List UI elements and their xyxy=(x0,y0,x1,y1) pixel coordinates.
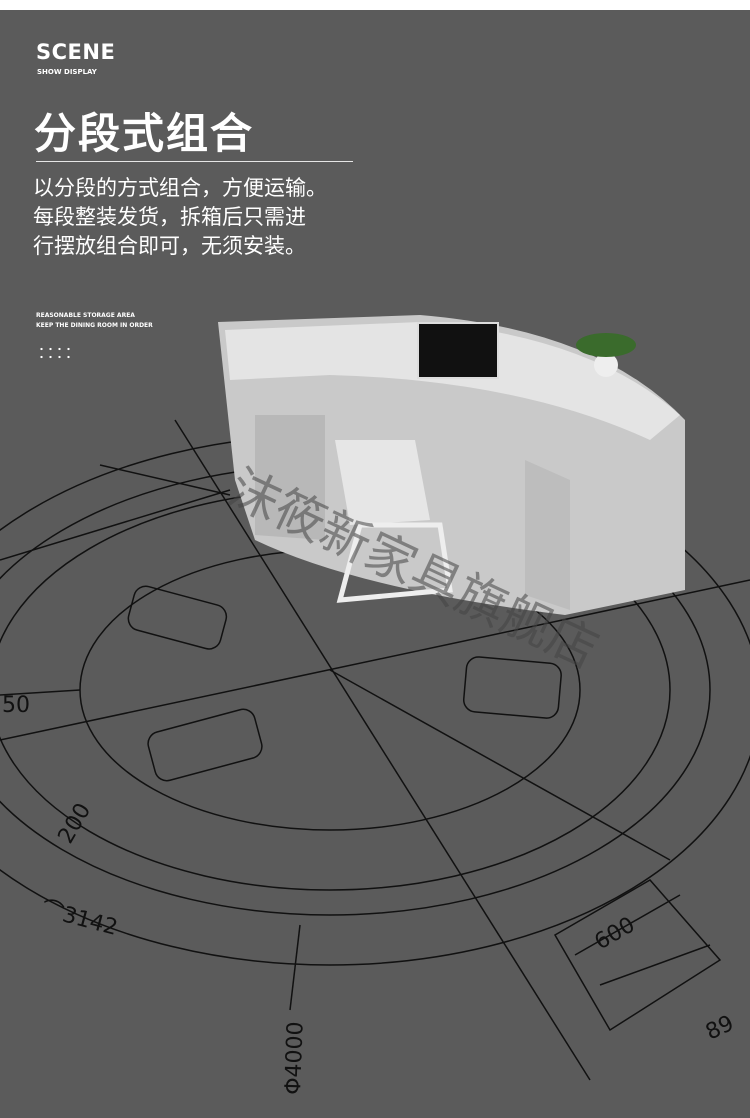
description: 以分段的方式组合，方便运输。 每段整装发货，拆箱后只需进 行摆放组合即可，无须安… xyxy=(33,174,373,261)
page-title: 分段式组合 xyxy=(34,109,255,158)
chair-outlines xyxy=(127,585,562,782)
dim-left: 50 xyxy=(2,693,30,718)
scene-subtitle: SHOW DISPLAY xyxy=(37,68,97,76)
scene-label: SCENE xyxy=(36,40,116,64)
tagline-line: KEEP THE DINING ROOM IN ORDER xyxy=(36,322,153,329)
dots-decoration xyxy=(37,345,71,361)
office-chair xyxy=(335,440,430,525)
description-line: 以分段的方式组合，方便运输。 xyxy=(33,176,327,200)
dimension-labels: 50 200 ⌒3142 Φ4000 600 89 xyxy=(2,693,738,1095)
plant xyxy=(576,333,636,357)
dim-segment-length: 89 xyxy=(702,1011,738,1045)
description-line: 行摆放组合即可，无须安装。 xyxy=(33,234,306,258)
tagline-line: REASONABLE STORAGE AREA xyxy=(36,312,135,319)
divider xyxy=(36,161,353,162)
monitor xyxy=(417,322,499,379)
plant-pot xyxy=(594,353,618,377)
tagline: REASONABLE STORAGE AREA KEEP THE DINING … xyxy=(36,311,153,331)
dim-segment-width: 600 xyxy=(591,913,640,956)
reception-desk xyxy=(218,315,685,615)
dim-depth: 200 xyxy=(54,799,97,848)
dim-diameter: Φ4000 xyxy=(281,1021,309,1095)
description-line: 每段整装发货，拆箱后只需进 xyxy=(33,205,306,229)
dim-arc: ⌒3142 xyxy=(38,897,120,941)
top-border xyxy=(0,0,750,10)
